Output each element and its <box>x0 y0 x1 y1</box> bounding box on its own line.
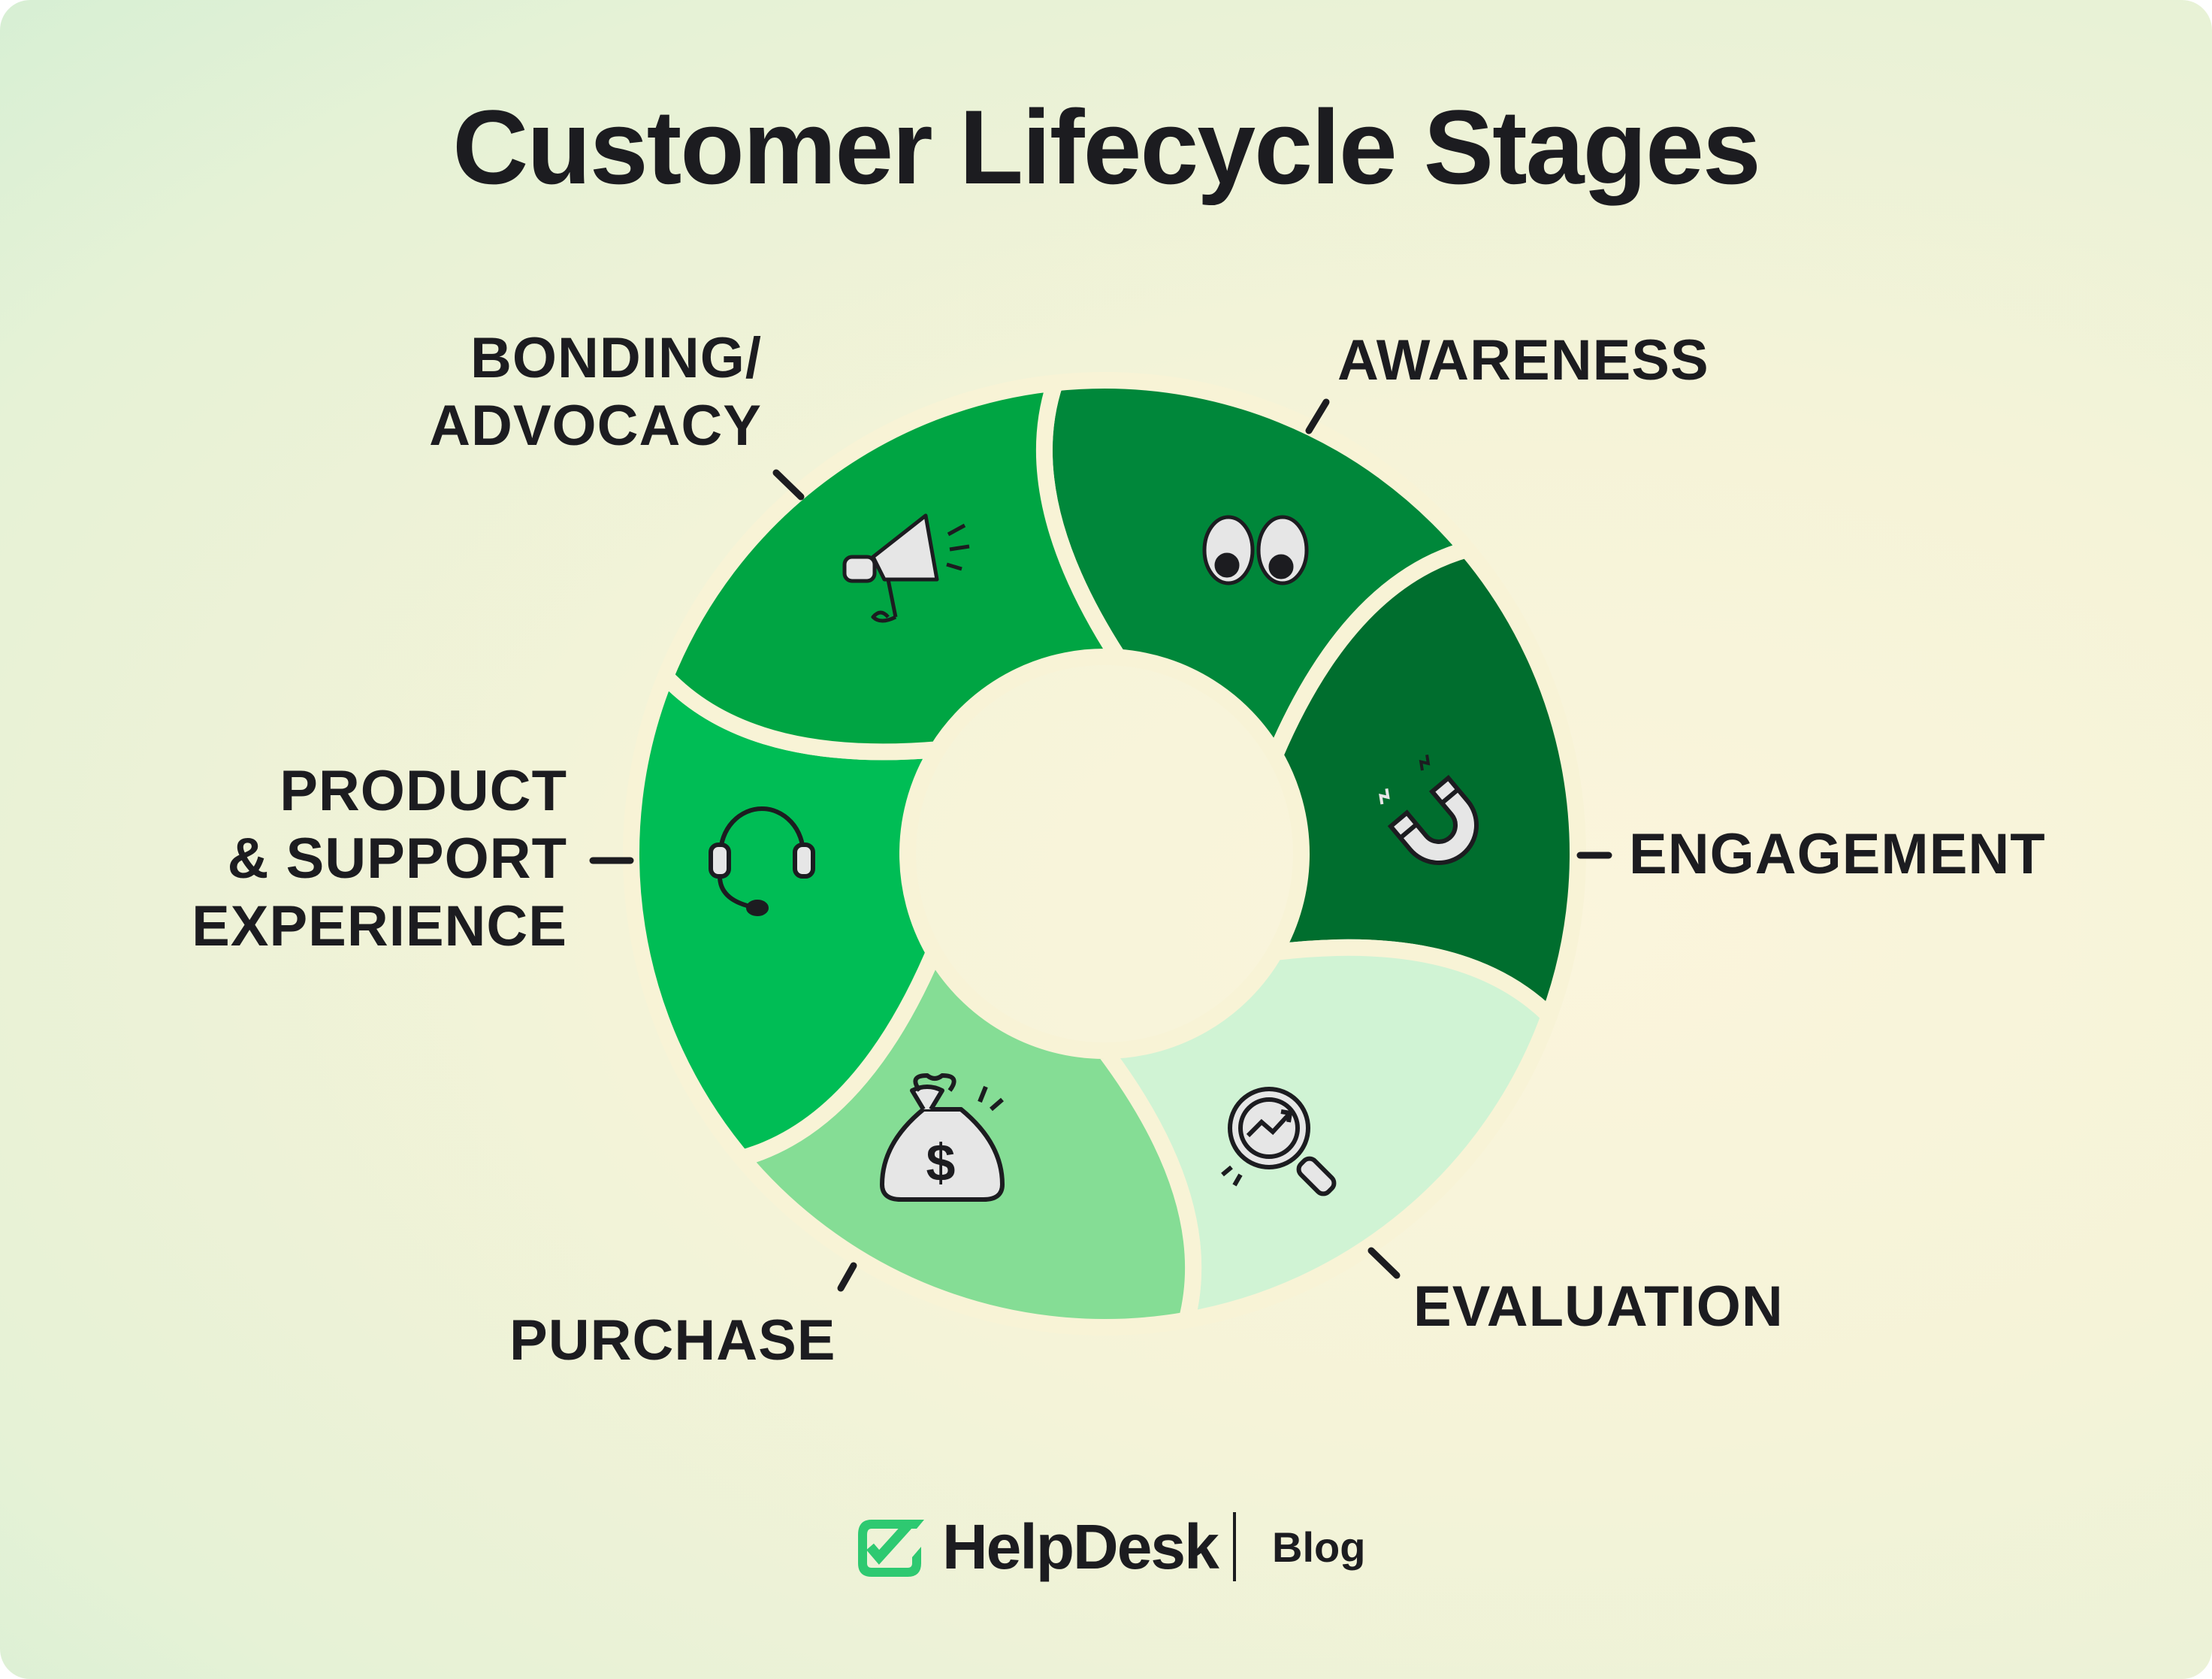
awareness-tick <box>1305 398 1330 434</box>
stage-label-product-support: PRODUCT & SUPPORT EXPERIENCE <box>192 758 567 961</box>
stage-label-purchase: PURCHASE <box>509 1308 836 1372</box>
footer-divider <box>1233 1512 1236 1581</box>
stage-label-evaluation: EVALUATION <box>1413 1275 1784 1339</box>
evaluation-tick <box>1367 1247 1401 1279</box>
eyes-icon <box>1202 515 1309 585</box>
label-line: EXPERIENCE <box>192 894 567 958</box>
section-name: Blog <box>1272 1523 1366 1571</box>
leader-lines <box>589 398 1612 1292</box>
label-line: ADVOCACY <box>429 394 762 458</box>
label-line: BONDING/ <box>470 326 762 390</box>
brand-name: HelpDesk <box>942 1511 1219 1582</box>
stage-label-awareness: AWARENESS <box>1337 328 1709 392</box>
svg-text:$: $ <box>926 1133 956 1192</box>
headset-icon <box>709 806 815 916</box>
money-bag-icon: $ <box>880 1073 1005 1202</box>
label-line: PRODUCT <box>280 759 567 823</box>
bonding-tick <box>772 469 805 501</box>
stage-label-engagement: ENGAGEMENT <box>1629 822 2046 886</box>
helpdesk-logo-icon <box>858 1520 924 1577</box>
megaphone-icon <box>842 513 970 623</box>
magnet-icon <box>1379 755 1479 865</box>
label-line: & SUPPORT <box>227 827 567 891</box>
page-title: Customer Lifecycle Stages <box>452 88 1761 206</box>
magnifier-chart-icon <box>1221 1087 1337 1196</box>
purchase-tick <box>837 1262 857 1292</box>
stage-label-bonding-advocacy: BONDING/ ADVOCACY <box>429 325 762 460</box>
